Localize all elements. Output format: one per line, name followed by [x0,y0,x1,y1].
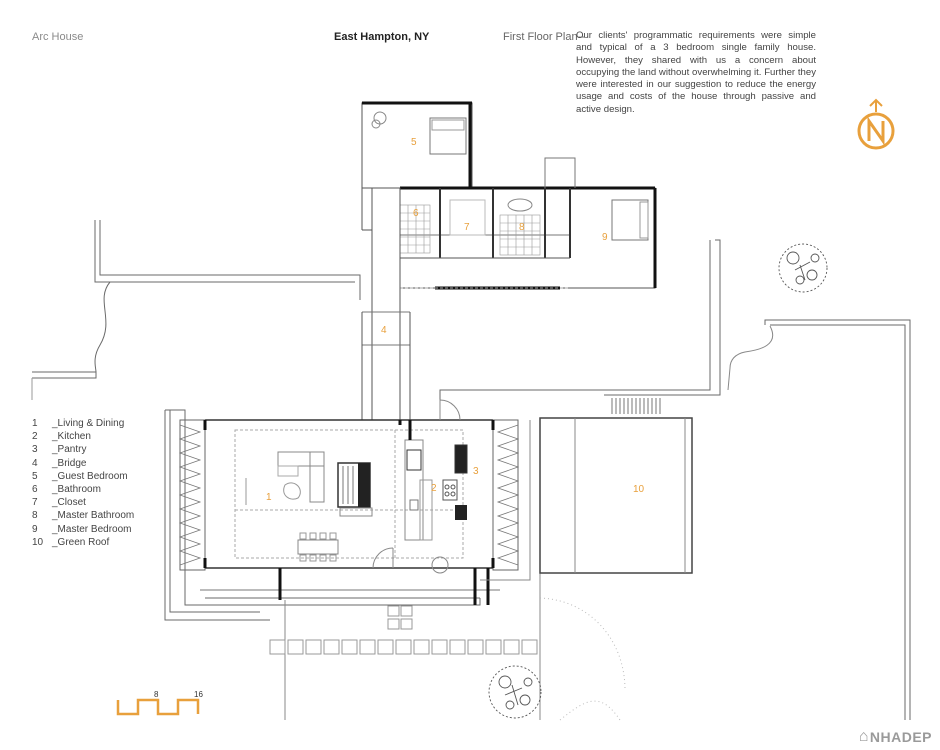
watermark-text: NHADEP [869,729,932,745]
room-legend: 1_Living & Dining 2_Kitchen 3_Pantry 4_B… [32,417,134,549]
project-description: Our clients' programmatic requirements w… [576,30,816,115]
project-name: Arc House [32,31,84,43]
room-label: 4 [381,325,387,336]
room-label: 2 [431,483,437,494]
legend-item: 5_Guest Bedroom [32,470,128,482]
room-label: 3 [473,466,479,477]
tree-icon [488,665,542,719]
project-location: East Hampton, NY [334,31,430,43]
legend-item: 7_Closet [32,497,86,509]
legend-item: 4_Bridge [32,457,87,469]
legend-item: 6_Bathroom [32,484,101,496]
scale-bar [116,698,200,716]
north-arrow-icon [857,98,895,150]
legend-item: 8_Master Bathroom [32,510,135,522]
legend-item: 3_Pantry [32,444,87,456]
tree-icon [778,243,828,293]
room-label: 7 [464,222,470,233]
room-label: 8 [519,222,525,233]
legend-item: 1_Living & Dining [32,418,125,429]
site-line [99,220,361,300]
room-label: 5 [411,137,417,148]
scale-label-mid: 8 [154,690,159,699]
watermark: ⌂ NHADEP [859,728,932,746]
room-label: 6 [413,208,419,219]
house-logo-icon: ⌂ [858,728,869,745]
plan-title: First Floor Plan-- [503,31,585,43]
room-label: 10 [633,484,645,495]
legend-item: 10_Green Roof [32,536,110,548]
room-label: 9 [602,232,608,243]
legend-item: 9_Master Bedroom [32,523,132,535]
scale-label-end: 16 [194,690,203,699]
room-label: 1 [266,492,272,503]
legend-item: 2_Kitchen [32,431,91,443]
